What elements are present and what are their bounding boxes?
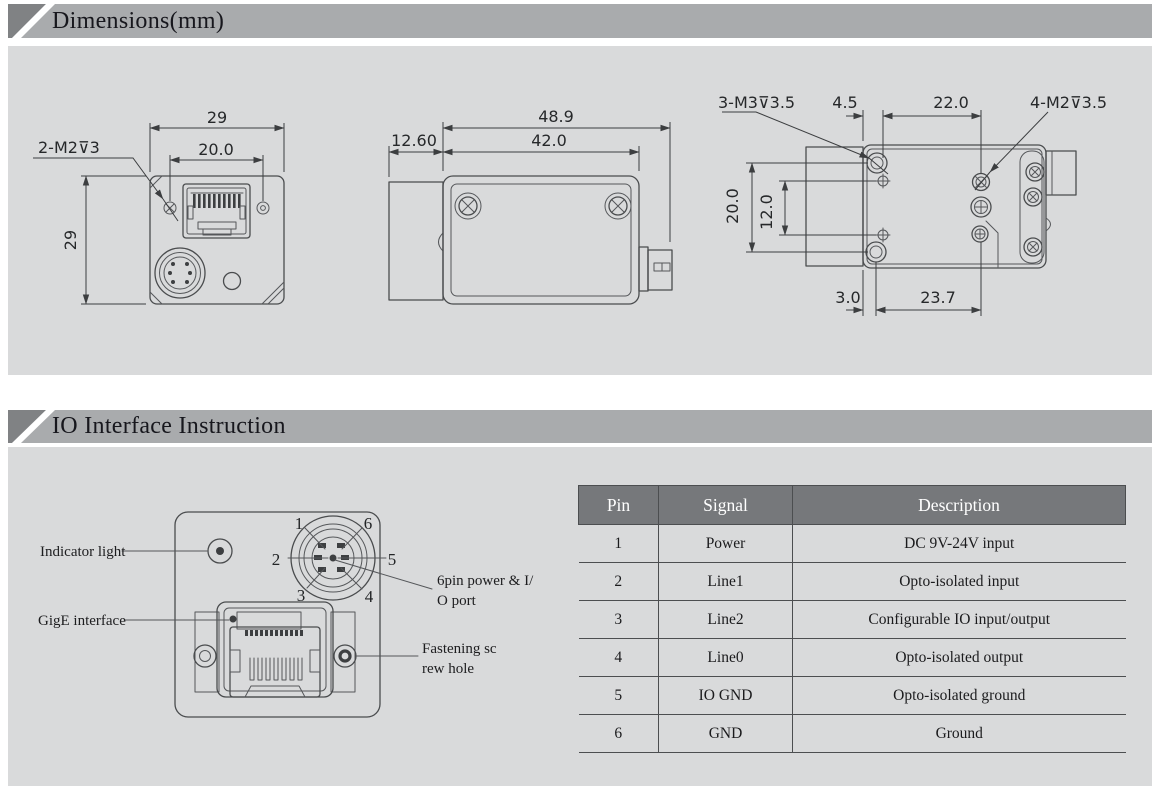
dimensions-section-title: Dimensions(mm) xyxy=(52,8,225,34)
dim-side-total: 48.9 xyxy=(538,107,574,126)
dim-bottom-inner-spacing: 12.0 xyxy=(757,194,776,230)
table-cell: 3 xyxy=(578,600,659,639)
table-header-description: Description xyxy=(792,485,1126,525)
table-cell: DC 9V-24V input xyxy=(792,524,1126,563)
dim-side-body: 42.0 xyxy=(531,131,567,150)
io-diagram: 1 2 3 4 5 6 xyxy=(121,511,433,718)
table-cell: 4 xyxy=(578,638,659,677)
side-view-drawing: 48.9 42.0 12.60 xyxy=(388,107,673,305)
table-cell: GND xyxy=(658,714,793,753)
dim-bottom-screw-note-right: 4-M2⊽3.5 xyxy=(1030,93,1107,112)
dim-front-top-width: 29 xyxy=(207,108,227,127)
table-cell: 5 xyxy=(578,676,659,715)
dim-bottom-edge-offset: 4.5 xyxy=(832,93,857,112)
pin-number-4: 4 xyxy=(365,587,374,606)
pin-number-2: 2 xyxy=(272,550,281,569)
table-cell: 1 xyxy=(578,524,659,563)
dim-bottom-bottom-spacing: 23.7 xyxy=(920,288,956,307)
table-cell: 6 xyxy=(578,714,659,753)
front-view-drawing: 29 20.0 29 2-M2⊽3 xyxy=(33,108,285,305)
corner-slash-icon xyxy=(8,410,55,443)
table-header-signal: Signal xyxy=(658,485,793,525)
table-cell: Opto-isolated output xyxy=(792,638,1126,677)
table-header-row: Pin Signal Description xyxy=(578,485,1126,525)
table-cell: Opto-isolated input xyxy=(792,562,1126,601)
pin-number-3: 3 xyxy=(297,586,306,605)
sixpin-port-label: 6pin power & I/ O port xyxy=(437,573,534,609)
dim-bottom-screw-note-left: 3-M3⊽3.5 xyxy=(718,93,795,112)
pin-number-5: 5 xyxy=(388,550,397,569)
dimension-drawings: 29 20.0 29 2-M2⊽3 48.9 42.0 12.60 xyxy=(33,93,1107,316)
dim-side-front: 12.60 xyxy=(391,131,437,150)
table-cell: Power xyxy=(658,524,793,563)
pin-number-6: 6 xyxy=(364,514,373,533)
dim-front-hole-spacing: 20.0 xyxy=(198,140,234,159)
table-cell: IO GND xyxy=(658,676,793,715)
dim-front-screw-note: 2-M2⊽3 xyxy=(38,138,100,157)
fastening-screw-label: Fastening sc rew hole xyxy=(422,641,497,677)
table-cell: Opto-isolated ground xyxy=(792,676,1126,715)
indicator-light-label: Indicator light xyxy=(40,544,126,560)
dim-bottom-left-spacing: 20.0 xyxy=(723,188,742,224)
io-section-title: IO Interface Instruction xyxy=(52,413,286,439)
table-cell: Ground xyxy=(792,714,1126,753)
table-header-pin: Pin xyxy=(578,485,659,525)
dim-bottom-offset-bottom: 3.0 xyxy=(835,288,860,307)
table-cell: Configurable IO input/output xyxy=(792,600,1126,639)
section-header-io: IO Interface Instruction xyxy=(8,410,1152,443)
table-cell: 2 xyxy=(578,562,659,601)
table-cell: Line2 xyxy=(658,600,793,639)
dim-bottom-top-spacing: 22.0 xyxy=(933,93,969,112)
pin-number-1: 1 xyxy=(295,514,304,533)
dim-front-height: 29 xyxy=(61,230,80,250)
corner-slash-icon xyxy=(8,4,55,38)
bottom-view-drawing: 4.5 22.0 3-M3⊽3.5 4-M2⊽3.5 20.0 12.0 3.0… xyxy=(718,93,1107,316)
gige-interface-label: GigE interface xyxy=(38,613,126,629)
table-cell: Line0 xyxy=(658,638,793,677)
table-cell: Line1 xyxy=(658,562,793,601)
dimensions-panel xyxy=(8,46,1152,375)
section-header-dimensions: Dimensions(mm) xyxy=(8,4,1152,38)
